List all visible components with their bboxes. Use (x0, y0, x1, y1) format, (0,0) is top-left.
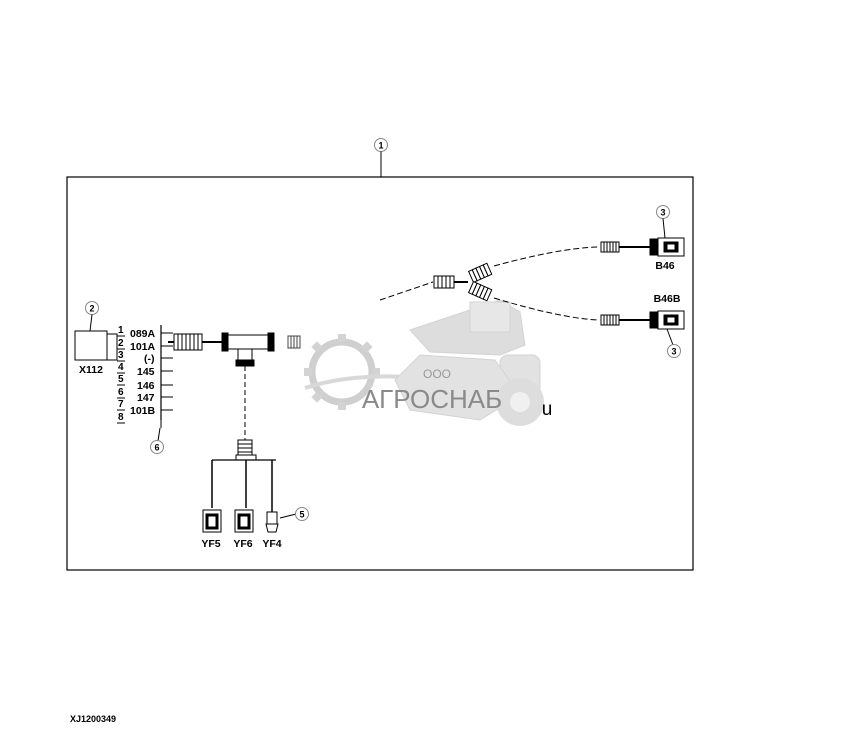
watermark-small-text: ООО (423, 367, 451, 381)
valve-bellows (237, 439, 253, 457)
pin-number: 2 (118, 338, 124, 349)
svg-text:3: 3 (671, 347, 676, 357)
valve-label: YF6 (233, 538, 252, 550)
valve-breakout (211, 454, 276, 512)
sensor-b46b (600, 310, 685, 330)
wire-label: 101A (130, 341, 156, 353)
valve-yf5 (202, 509, 222, 533)
y-branch-bellows (433, 262, 493, 302)
pin-number: 7 (118, 399, 124, 410)
callout-3-top: 3 (656, 205, 670, 239)
pin-number: 8 (118, 412, 124, 423)
pin-number: 4 (118, 362, 124, 373)
bellows-main (168, 333, 222, 351)
wire-label: 147 (137, 392, 155, 404)
figure-reference: XJ1200349 (70, 714, 117, 724)
wire-label: 146 (137, 380, 155, 392)
pin-number: 5 (118, 374, 124, 385)
pin-number: 3 (118, 350, 124, 361)
pin-numbers: 1 2 3 4 5 6 7 8 (117, 325, 125, 424)
svg-text:6: 6 (154, 443, 159, 453)
wire-label: 089A (130, 328, 156, 340)
pin-wires: 089A 101A (-) 145 146 147 101B (130, 325, 173, 428)
watermark-suffix-text: u (542, 399, 553, 420)
sensor-label: B46B (654, 293, 681, 305)
tee-junction (221, 332, 275, 367)
svg-text:2: 2 (89, 304, 94, 314)
svg-text:3: 3 (660, 208, 665, 218)
sensor-b46 (600, 237, 685, 257)
pin-number: 1 (118, 325, 124, 336)
wire-label: 145 (137, 366, 155, 378)
svg-text:1: 1 (378, 141, 383, 151)
watermark-harvester-icon (394, 299, 541, 421)
dashed-wire-from-tee (379, 281, 434, 301)
callout-3-bottom: 3 (666, 328, 681, 358)
wire-label: 101B (130, 405, 156, 417)
harness-frame (66, 176, 694, 571)
dashed-wire-to-b46b (493, 297, 599, 321)
pin-number: 6 (118, 387, 124, 398)
valve-yf4 (265, 511, 279, 533)
callout-6: 6 (150, 427, 164, 454)
connector-x112: X112 (74, 330, 118, 376)
watermark-gear-icon (308, 338, 376, 406)
bellows-right-stub (287, 335, 301, 349)
callout-5: 5 (279, 507, 309, 521)
callout-2: 2 (85, 301, 99, 332)
callout-1: 1 (374, 138, 388, 177)
sensor-label: B46 (655, 260, 674, 272)
dashed-wire-to-b46 (493, 246, 599, 267)
valve-label: YF5 (201, 538, 220, 550)
connector-x112-label: X112 (79, 364, 103, 376)
svg-text:5: 5 (299, 510, 304, 520)
watermark (304, 299, 544, 426)
watermark-main-text: АГРОСНАБ (362, 384, 502, 414)
valve-yf6 (234, 509, 254, 533)
wire-label: (-) (144, 353, 155, 365)
valve-label: YF4 (262, 538, 281, 550)
